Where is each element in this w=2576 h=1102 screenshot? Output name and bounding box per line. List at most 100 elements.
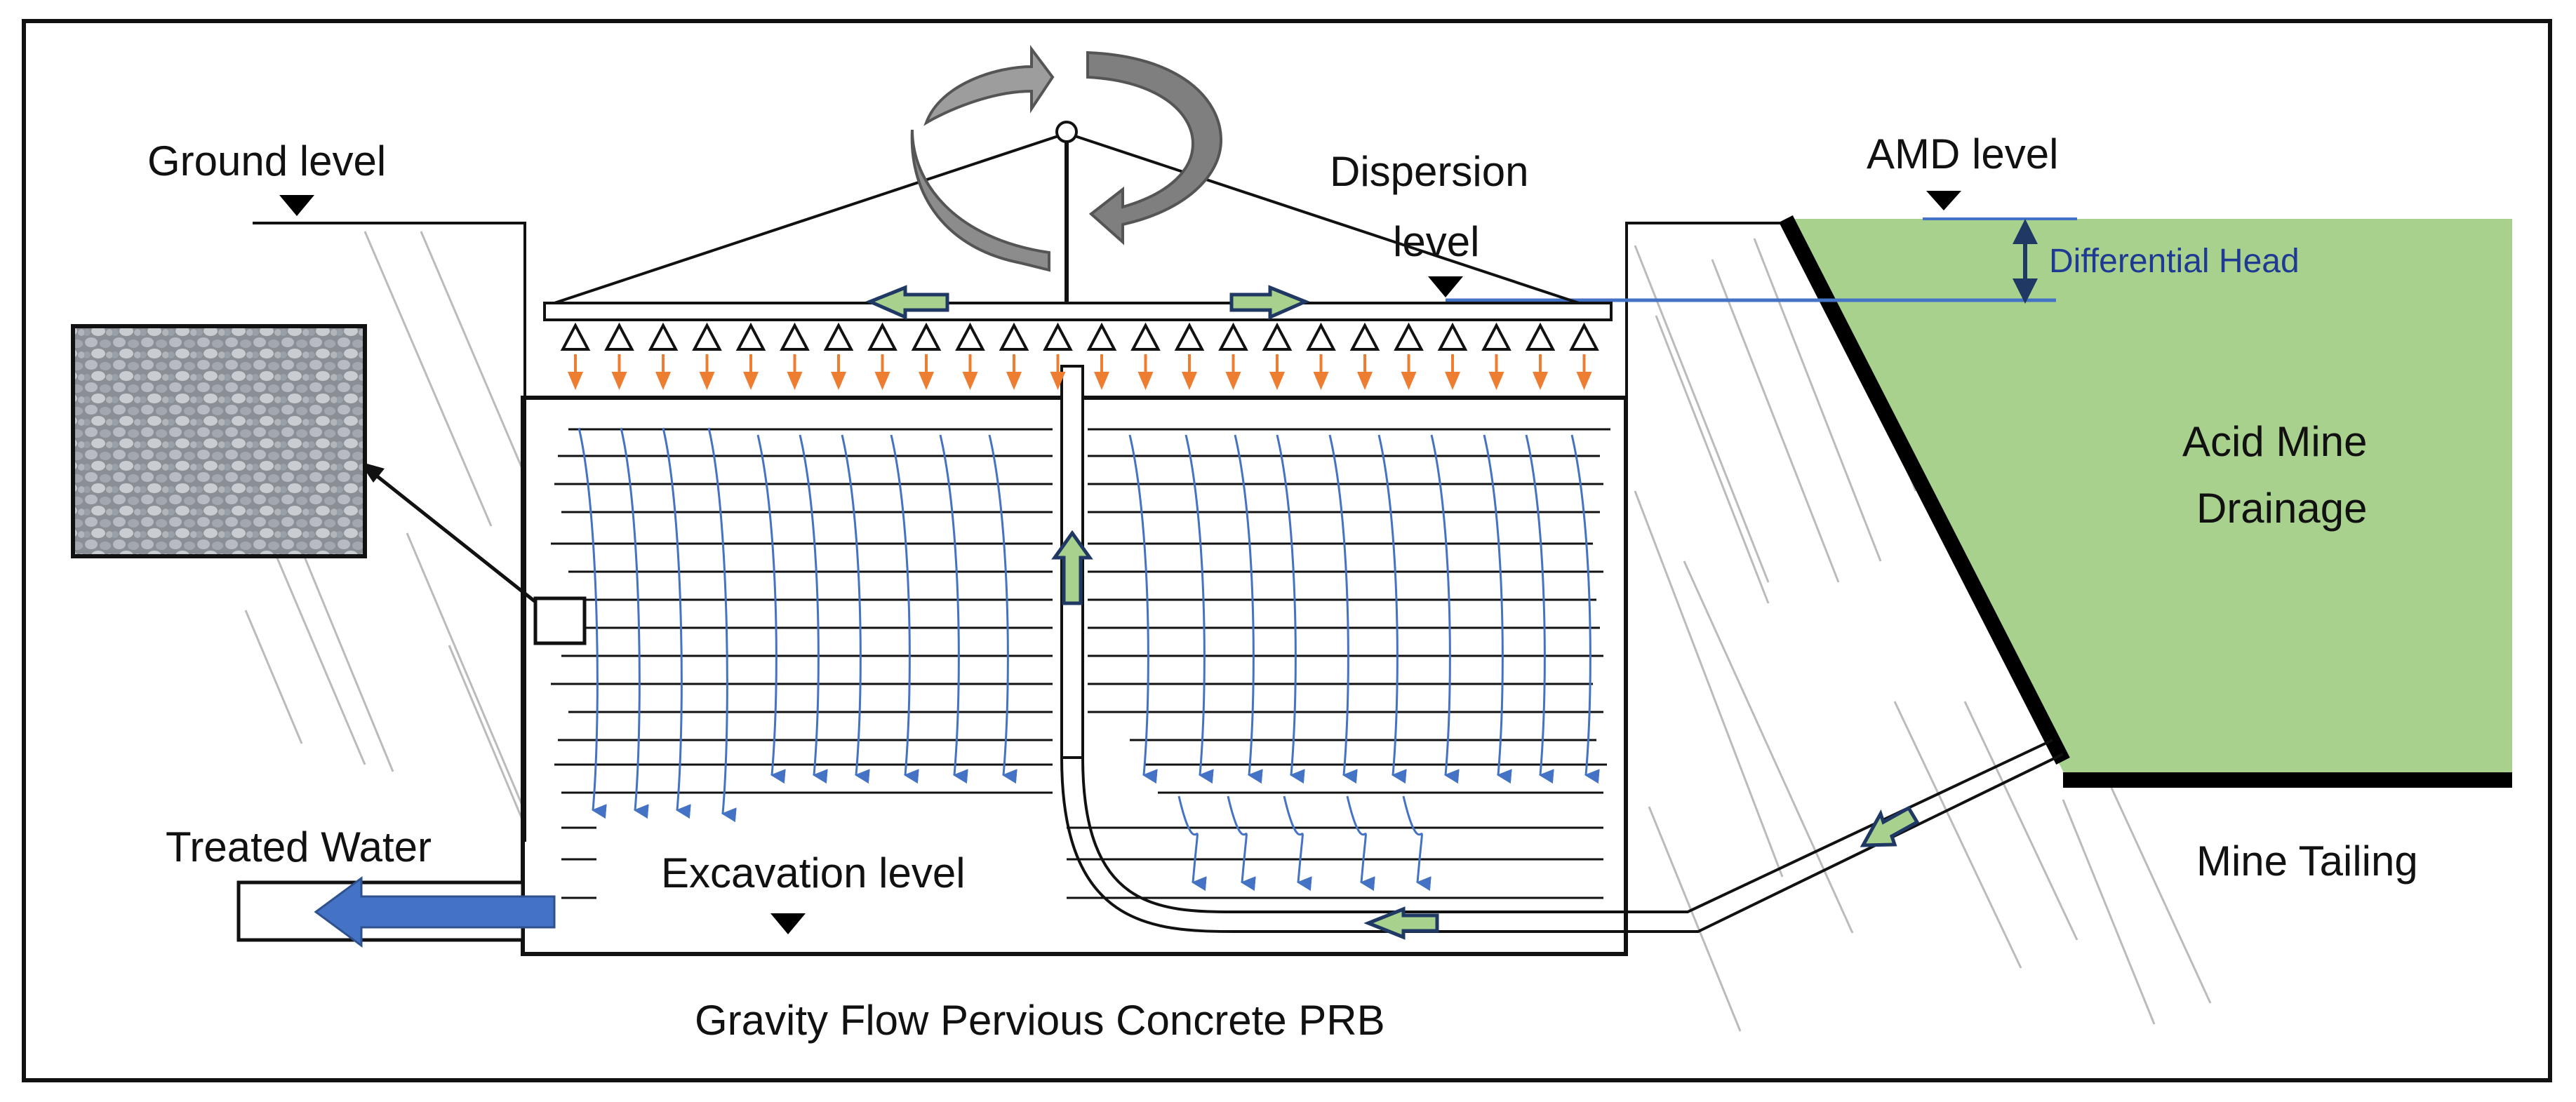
- nozzle-icon: [1569, 322, 1599, 351]
- spray-arrow-head: [1313, 372, 1329, 390]
- percolation-flow-arrow: [1234, 434, 1263, 784]
- spray-arrow-head: [1357, 372, 1373, 390]
- nozzles: [560, 322, 1599, 390]
- flow-arrow-bar-right: [1229, 285, 1310, 320]
- spray-arrow-head: [1576, 372, 1592, 390]
- pond-wall-slope: [1779, 215, 2070, 765]
- nozzle-icon: [735, 322, 766, 351]
- spray-arrow-head: [874, 372, 890, 390]
- percolation-flow-arrow: [756, 434, 786, 784]
- nozzle-icon: [1481, 322, 1511, 351]
- spray-arrow-head: [655, 372, 671, 390]
- percolation-flow-arrow: [799, 434, 828, 784]
- percolation-flow-arrow: [707, 427, 737, 823]
- nozzle-icon: [867, 322, 897, 351]
- percolation-flow-arrow: [620, 427, 649, 819]
- percolation-flow-arrow: [1346, 795, 1375, 892]
- nozzle-icon: [1525, 322, 1556, 351]
- treated-water-label: Treated Water: [166, 824, 432, 871]
- spray-arrow-head: [1006, 372, 1022, 390]
- percolation-flow-arrow: [1377, 434, 1407, 784]
- rotation-hub: [1055, 121, 1078, 143]
- spray-arrow-head: [611, 372, 627, 390]
- excavation-level-marker: [770, 913, 806, 934]
- percolation-flow-arrow: [939, 434, 968, 784]
- flow-arrow-bar-left: [865, 285, 949, 320]
- nozzle-icon: [648, 322, 679, 351]
- spray-arrow-head: [568, 372, 583, 390]
- spray-arrow-head: [699, 372, 715, 390]
- ground-level-marker: [279, 195, 314, 216]
- percolation-flow-arrow: [1402, 795, 1432, 892]
- percolation-flow-arrow: [1483, 434, 1512, 784]
- return-pipe-inner: [1081, 739, 2053, 913]
- percolation-flow-arrow: [578, 427, 607, 819]
- percolation-flow-arrow: [1276, 434, 1305, 784]
- excavation-level-label: Excavation level: [661, 849, 966, 896]
- nozzle-icon: [1437, 322, 1468, 351]
- dispersion-level-marker: [1428, 276, 1463, 297]
- dispersion-level-label-1: Dispersion: [1330, 148, 1528, 195]
- left-soil-hatch: [244, 231, 524, 821]
- spray-arrow-head: [1269, 372, 1285, 390]
- percolation-flow-arrow: [662, 427, 691, 819]
- nozzle-icon: [604, 322, 634, 351]
- percolation-flow-arrow: [1184, 434, 1214, 784]
- outer-frame: [22, 19, 2552, 1082]
- treated-water-arrow: [314, 876, 556, 948]
- nozzle-icon: [780, 322, 810, 351]
- sample-pointer: [363, 465, 537, 603]
- spray-arrow-head: [1225, 372, 1241, 390]
- spray-arrow-head: [1182, 372, 1197, 390]
- nozzle-icon: [1218, 322, 1248, 351]
- percolation-flow-arrow: [1177, 795, 1207, 892]
- nozzle-icon: [1394, 322, 1424, 351]
- spray-arrow-head: [1050, 372, 1066, 390]
- percolation-flow-arrow: [1570, 434, 1600, 784]
- acid-mine-label-2: Drainage: [2196, 485, 2368, 532]
- nozzle-icon: [1086, 322, 1117, 351]
- mine-tailing-label: Mine Tailing: [2196, 838, 2418, 885]
- percolation-flow-arrow: [1430, 434, 1460, 784]
- spray-arrow-head: [831, 372, 846, 390]
- nozzle-icon: [1306, 322, 1336, 351]
- percolation-flow-arrow: [1283, 795, 1312, 892]
- spray-arrow-head: [1488, 372, 1504, 390]
- spray-arrow-head: [787, 372, 803, 390]
- flow-arrow-inclined: [1860, 805, 1920, 847]
- nozzle-icon: [955, 322, 985, 351]
- dispersion-cable-left: [554, 132, 1067, 304]
- nozzle-icon: [823, 322, 854, 351]
- nozzle-icon: [911, 322, 942, 351]
- nozzle-icon: [1174, 322, 1205, 351]
- percolation-flow-arrow: [1328, 434, 1358, 784]
- amd-level-marker: [1926, 191, 1961, 210]
- spray-arrow-head: [1445, 372, 1460, 390]
- diagram-caption: Gravity Flow Pervious Concrete PRB: [695, 997, 1385, 1044]
- nozzle-icon: [692, 322, 722, 351]
- ground-level-label: Ground level: [147, 137, 386, 184]
- nozzle-icon: [999, 322, 1029, 351]
- spray-arrow-head: [919, 372, 934, 390]
- percolation-flow-arrow: [1128, 434, 1158, 784]
- gravel-photo: [71, 324, 367, 558]
- dispersion-level-label-2: level: [1393, 218, 1479, 265]
- sample-square: [533, 596, 587, 645]
- nozzle-icon: [1043, 322, 1073, 351]
- dispersion-cable-right: [1066, 132, 1580, 304]
- percolation-flows: [578, 427, 1600, 892]
- spray-arrow-head: [743, 372, 759, 390]
- amd-level-label: AMD level: [1867, 130, 2058, 177]
- dispersion-bar: [543, 302, 1613, 321]
- circular-rotation-arrows-icon: [910, 45, 1223, 272]
- flow-arrow-return-left: [1363, 906, 1439, 940]
- percolation-flow-arrow: [1525, 434, 1554, 784]
- spray-arrow-head: [1533, 372, 1548, 390]
- spray-arrow-head: [1094, 372, 1109, 390]
- spray-arrow-head: [1137, 372, 1154, 390]
- nozzle-icon: [560, 322, 591, 351]
- nozzle-icon: [1130, 322, 1161, 351]
- spray-arrow-head: [962, 372, 978, 390]
- spray-arrow-head: [1401, 372, 1417, 390]
- flow-arrow-pipe-up: [1051, 530, 1093, 605]
